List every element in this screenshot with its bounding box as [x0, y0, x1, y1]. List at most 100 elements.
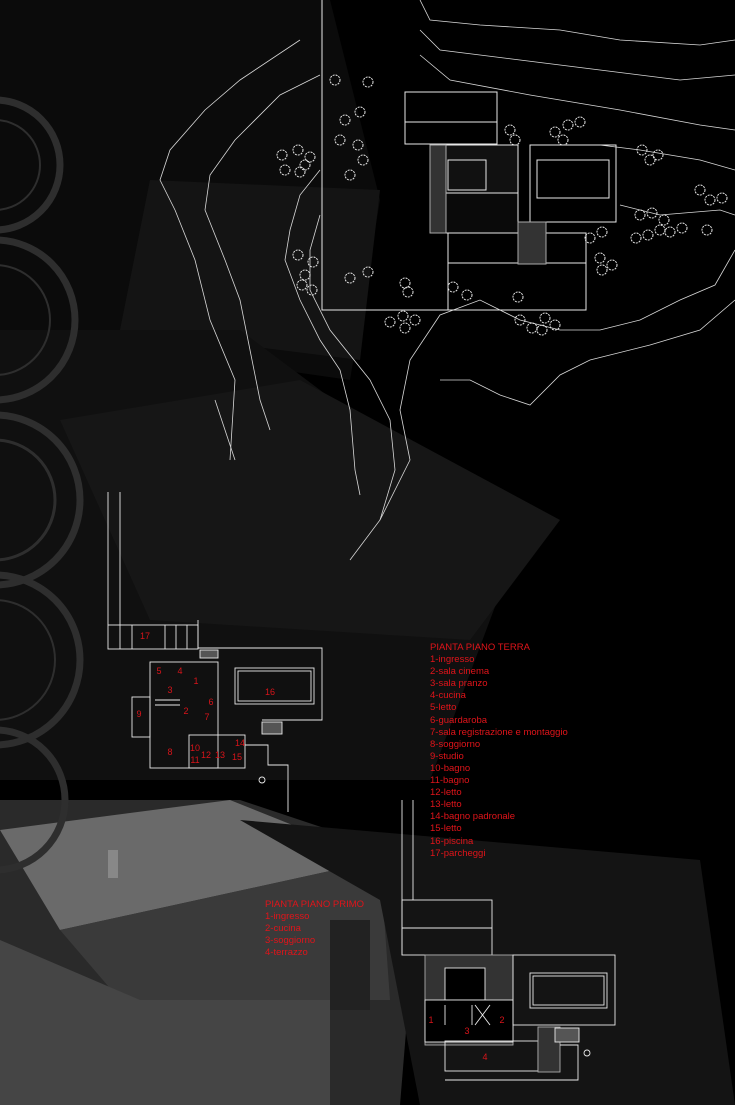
tree-symbol — [504, 124, 516, 136]
legend-title: PIANTA PIANO TERRA — [430, 642, 530, 653]
tree-symbol — [292, 249, 304, 261]
tree-symbol — [562, 119, 574, 131]
legend-item: 13-letto — [430, 799, 462, 811]
ground-floor-legend: PIANTA PIANO TERRA 1-ingresso 2-sala cin… — [430, 642, 568, 860]
tree-symbol — [596, 226, 608, 238]
tree-symbol — [594, 252, 606, 264]
site-plan — [276, 0, 728, 336]
tree-symbol — [512, 291, 524, 303]
room-number: 16 — [265, 687, 275, 697]
room-number: 5 — [156, 666, 161, 676]
room-number: 17 — [140, 631, 150, 641]
tree-symbol — [549, 319, 561, 331]
legend-item: 4-terrazzo — [265, 947, 308, 959]
legend-item: 9-studio — [430, 750, 464, 762]
room-number: 7 — [204, 712, 209, 722]
legend-item: 3-sala pranzo — [430, 678, 488, 690]
tree-symbol — [514, 314, 526, 326]
tree-symbol — [402, 286, 414, 298]
legend-item: 15-letto — [430, 823, 462, 835]
tree-symbol — [704, 194, 716, 206]
ground-floor-room-labels: 1 2 3 4 5 6 7 8 9 10 11 12 13 14 15 16 1… — [136, 631, 275, 765]
tree-symbol — [539, 312, 551, 324]
tree-symbol — [299, 159, 311, 171]
tree-symbol — [636, 144, 648, 156]
room-number: 9 — [136, 709, 141, 719]
first-floor-plan — [401, 800, 616, 1081]
tree-symbol — [654, 224, 666, 236]
tree-symbol — [334, 134, 346, 146]
tree-symbol — [397, 310, 409, 322]
tree-symbol — [384, 316, 396, 328]
legend-item: 2-sala cinema — [430, 666, 490, 678]
legend-item: 1-ingresso — [265, 911, 310, 923]
tree-symbol — [279, 164, 291, 176]
legend-item: 17-parcheggi — [430, 847, 486, 859]
tree-symbol — [399, 322, 411, 334]
room-number: 2 — [499, 1015, 504, 1025]
tree-symbol — [694, 184, 706, 196]
room-number: 15 — [232, 752, 242, 762]
room-number: 11 — [190, 755, 199, 765]
tree-symbol — [664, 226, 676, 238]
first-floor-legend: PIANTA PIANO PRIMO 1-ingresso 2-cucina 3… — [265, 899, 364, 959]
legend-item: 12-letto — [430, 787, 462, 799]
legend-item: 11-bagno — [430, 775, 470, 787]
tree-symbol — [447, 281, 459, 293]
ground-floor-plan — [107, 492, 323, 812]
room-number: 10 — [190, 743, 200, 753]
tree-symbol — [329, 74, 341, 86]
tree-symbol — [292, 144, 304, 156]
tree-symbol — [606, 259, 618, 271]
legend-item: 2-cucina — [265, 923, 301, 935]
legend-item: 14-bagno padronale — [430, 811, 516, 823]
room-number: 4 — [482, 1052, 487, 1062]
tree-symbol — [526, 322, 538, 334]
tree-symbol — [630, 232, 642, 244]
room-number: 3 — [167, 685, 172, 695]
tree-symbol — [557, 134, 569, 146]
tree-symbol — [461, 289, 473, 301]
legend-item: 16-piscina — [430, 835, 474, 847]
tree-symbol — [362, 266, 374, 278]
tree-symbol — [536, 324, 548, 336]
legend-item: 6-guardaroba — [430, 714, 488, 726]
legend-title: PIANTA PIANO PRIMO — [265, 899, 365, 910]
tree-symbol — [399, 277, 411, 289]
tree-symbol — [296, 279, 308, 291]
decorative-rings — [0, 96, 84, 874]
legend-item: 5-letto — [430, 702, 457, 714]
first-floor-room-labels: 1 2 3 4 — [428, 1015, 504, 1062]
room-number: 13 — [215, 750, 225, 760]
legend-item: 8-soggiorno — [430, 738, 481, 750]
room-number: 4 — [177, 666, 182, 676]
tree-symbol — [509, 134, 521, 146]
tree-symbol — [701, 224, 713, 236]
tree-symbol — [652, 149, 664, 161]
tree-symbol — [339, 114, 351, 126]
tree-symbol — [716, 192, 728, 204]
tree-symbol — [549, 126, 561, 138]
tree-symbol — [354, 106, 366, 118]
tree-symbol — [676, 222, 688, 234]
legend-item: 7-sala registrazione e montaggio — [430, 726, 568, 738]
tree-symbol — [634, 209, 646, 221]
legend-item: 3-soggiorno — [265, 935, 316, 947]
tree-symbol — [644, 154, 656, 166]
legend-item: 1-ingresso — [430, 654, 475, 666]
tree-symbol — [574, 116, 586, 128]
tree-symbol — [304, 151, 316, 163]
tree-symbol — [352, 139, 364, 151]
tree-symbol — [642, 229, 654, 241]
tree-symbol — [299, 269, 311, 281]
tree-symbol — [409, 314, 421, 326]
tree-symbol — [584, 232, 596, 244]
tree-symbol — [307, 256, 319, 268]
room-number: 1 — [428, 1015, 433, 1025]
tree-symbol — [362, 76, 374, 88]
tree-symbol — [306, 284, 318, 296]
room-number: 12 — [201, 750, 211, 760]
room-number: 2 — [183, 706, 188, 716]
tree-symbol — [344, 272, 356, 284]
